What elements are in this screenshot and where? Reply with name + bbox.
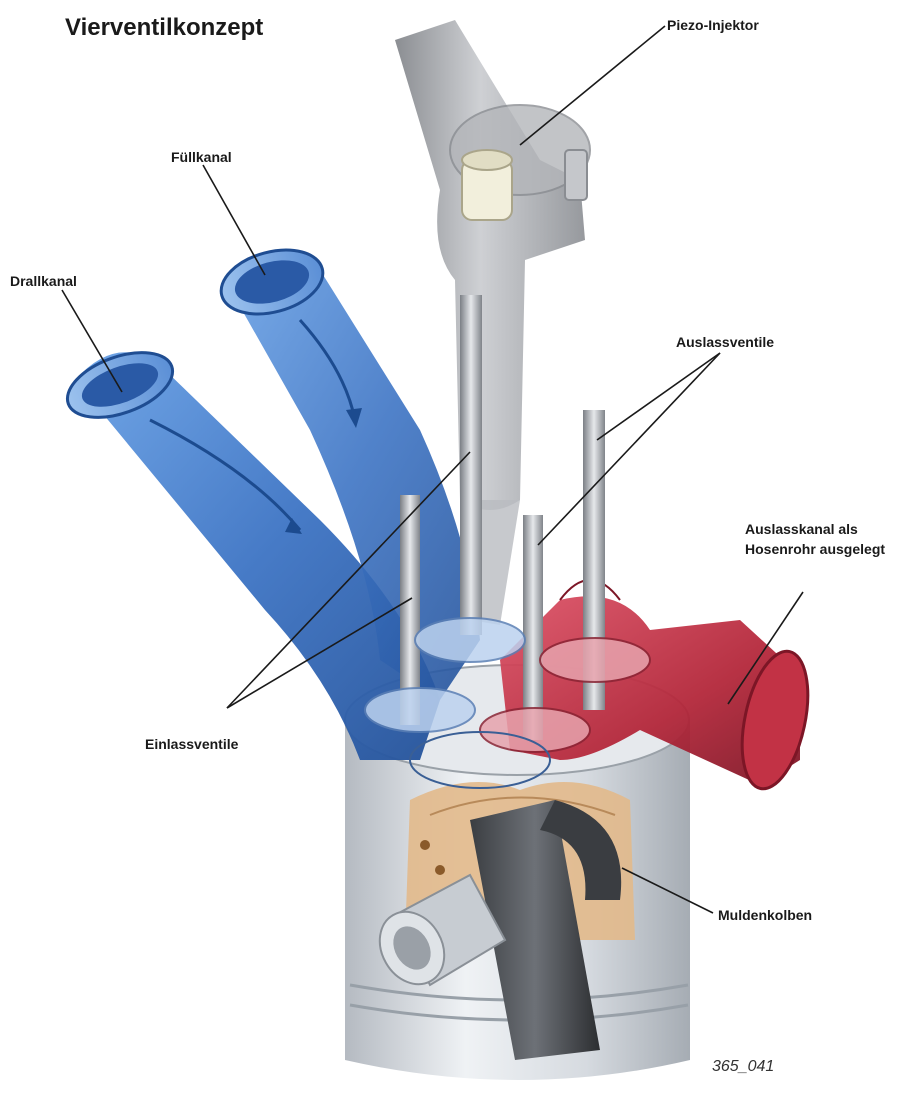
label-muldenkolben: Muldenkolben <box>718 906 812 924</box>
leader-auslass-2 <box>538 353 720 545</box>
label-fuellkanal: Füllkanal <box>171 148 232 166</box>
label-auslassventile: Auslassventile <box>676 333 774 351</box>
label-piezo-injektor: Piezo-Injektor <box>667 16 759 34</box>
leader-piezo <box>520 26 665 145</box>
label-auslasskanal-line1: Auslasskanal als <box>745 520 858 538</box>
label-einlassventile: Einlassventile <box>145 735 238 753</box>
figure-id: 365_041 <box>712 1058 774 1076</box>
diagram-title: Vierventilkonzept <box>65 14 263 42</box>
label-auslasskanal-line2: Hosenrohr ausgelegt <box>745 540 885 558</box>
leader-fuellkanal <box>203 165 265 275</box>
label-drallkanal: Drallkanal <box>10 272 77 290</box>
leader-auslass-1 <box>597 353 720 440</box>
